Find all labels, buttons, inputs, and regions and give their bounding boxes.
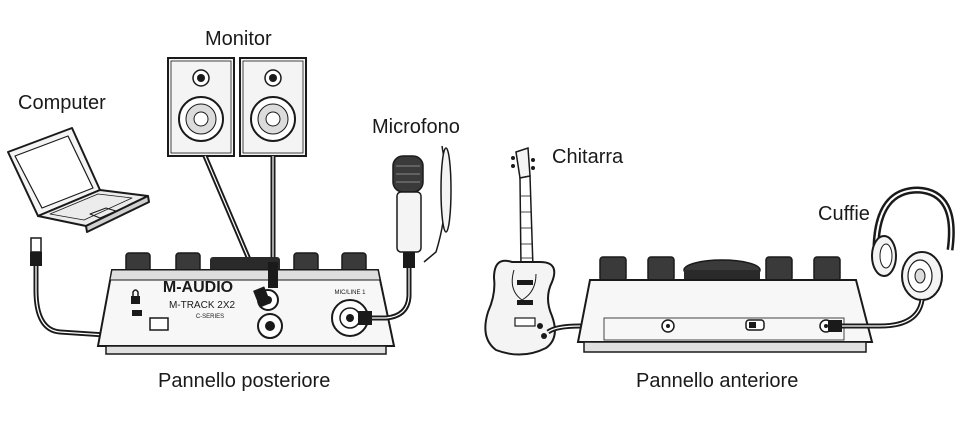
- front-panel-interface: [576, 256, 874, 353]
- label-rear-panel: Pannello posteriore: [158, 370, 331, 392]
- series-name: C-SERIES: [196, 314, 224, 320]
- label-front-panel: Pannello anteriore: [636, 370, 799, 392]
- label-computer: Computer: [18, 92, 106, 114]
- lock-icon: [131, 289, 140, 304]
- label-monitor: Monitor: [205, 28, 272, 50]
- monitor-speaker-left-icon: [167, 57, 235, 157]
- mic-input-label: MIC/LINE 1: [334, 290, 366, 296]
- headphones-icon: [828, 186, 955, 332]
- model-name: M-TRACK 2X2: [169, 300, 236, 311]
- monitor-speaker-right-icon: [239, 57, 307, 157]
- label-guitar: Chitarra: [552, 146, 624, 168]
- label-headphones: Cuffie: [818, 203, 870, 225]
- rear-panel-interface: M-AUDIO M-TRACK 2X2 C-SERIES MIC/LINE 1: [96, 252, 396, 355]
- microphone-icon: [358, 145, 452, 325]
- brand-logo: M-AUDIO: [163, 279, 233, 296]
- laptop-icon: [7, 127, 150, 233]
- label-microphone: Microfono: [372, 116, 460, 138]
- combo-input-jack-icon: [331, 299, 369, 337]
- guitar-icon: [484, 146, 668, 356]
